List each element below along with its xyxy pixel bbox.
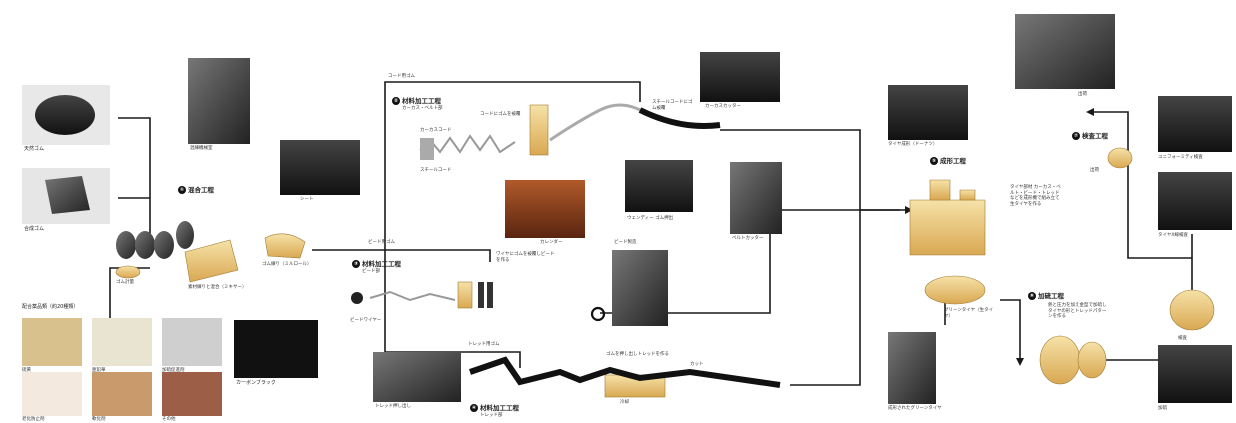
bead-wire-label: ビードワイヤー — [350, 318, 381, 324]
building-caption: タイヤ成形（ドーナツ） — [888, 142, 937, 148]
cord-rubber-label: コード用ゴム — [388, 74, 415, 80]
process-3-sub: ビード部 — [362, 269, 380, 275]
uniformity-caption: ユニフォーミティ検査 — [1158, 155, 1203, 161]
cord-zigzag — [420, 136, 515, 152]
carcass-cord-label: カーカスコード — [420, 128, 452, 134]
building-note: タイヤ部材 カーカス・ベルト・ビード・トレッドなどを成形機で組み立て生タイヤを作… — [1010, 185, 1062, 207]
extruder-photo — [625, 160, 693, 212]
mill-shape — [265, 234, 305, 258]
carbon-black-photo — [234, 320, 318, 378]
powder-grid — [22, 318, 222, 416]
building-machine-shape — [910, 200, 985, 255]
powder-label-6: その他 — [162, 417, 176, 423]
bead-photo-caption: ビード製造 — [614, 240, 637, 246]
sheet-photo — [280, 140, 360, 195]
cooling-label: 冷却 — [620, 400, 629, 406]
vulcanize-note: 熱と圧力を加え金型で加硫しタイヤの形とトレッドパターンを作る — [1048, 303, 1110, 320]
ship-shape — [1108, 148, 1132, 168]
vulc-press-shape — [1040, 336, 1080, 384]
powder-label-5: 軟化剤 — [92, 417, 106, 423]
uniformity-photo — [1158, 96, 1232, 152]
weighing-label: ゴム計量 — [116, 280, 134, 286]
tread-cut-label: カット — [690, 362, 704, 368]
process-2-sub: カーカス・ベルト部 — [402, 106, 443, 112]
green-tire-shape — [925, 276, 985, 304]
ship-label: 出荷 — [1090, 168, 1099, 174]
mixer-photo — [188, 58, 250, 144]
bead-coat-label: ワイヤにゴムを被覆しビードを作る — [496, 252, 558, 263]
tread-extrude-label: ゴムを押し出しトレッドを作る — [606, 352, 676, 358]
green-tire-label: グリーンタイヤ（生タイヤ） — [944, 308, 996, 319]
tread-photo-caption: トレッド押し出し — [375, 404, 411, 410]
inspect-label: 検査 — [1178, 336, 1187, 342]
belt-cutter-caption: ベルトカッター — [732, 236, 764, 242]
shipping-caption: 出荷 — [1078, 92, 1087, 98]
creel-shape — [420, 138, 434, 160]
calender-caption: カレンダー — [540, 240, 563, 246]
scale-shape — [116, 266, 140, 278]
line-natural-rubber — [118, 118, 150, 248]
natural-rubber-label: 天然ゴム — [24, 146, 44, 152]
xray-photo — [1158, 172, 1232, 230]
mixer-photo-caption: 混練機械室 — [190, 146, 213, 152]
building-photo — [888, 85, 968, 140]
carcass-ply-band — [640, 110, 720, 126]
extruder-caption: ウェンディー ゴム押出 — [627, 216, 673, 222]
rubber-sheet-label: ゴム練り（ミルロール） — [262, 262, 312, 268]
line-tread-to-build — [790, 210, 860, 385]
vulcanize-caption: 加硫 — [1158, 406, 1167, 412]
shipping-photo — [1015, 14, 1115, 89]
bead-making-photo — [612, 250, 668, 326]
vulcanize-photo — [1158, 345, 1232, 403]
cord-coat-label: コードにゴムを被覆 — [480, 112, 532, 118]
banbury-label: 素材練りと混合（ミキサー） — [188, 285, 247, 291]
powder-label-4: 老化防止剤 — [22, 417, 45, 423]
tread-rubber-label: トレッド用ゴム — [468, 342, 500, 348]
tower-shape — [530, 105, 548, 155]
powder-label-1: 硫黄 — [22, 368, 31, 374]
sheet-photo-caption: シート — [300, 197, 314, 203]
green-photo-caption: 成形されたグリーンタイヤ — [888, 406, 948, 412]
calender-photo — [505, 180, 585, 238]
tread-extruder-photo — [373, 352, 461, 402]
inspect-shape — [1170, 290, 1214, 330]
powder-label-2: 亜鉛華 — [92, 368, 106, 374]
steel-cut-label: スチールコードにゴム被覆 — [652, 100, 696, 111]
line-to-vulcanize — [1000, 300, 1020, 358]
belt-cutter-photo — [730, 162, 782, 234]
carcass-cutter-photo — [700, 52, 780, 102]
synthetic-rubber-label: 合成ゴム — [24, 226, 44, 232]
compounding-label: 配合薬品類（約20種類） — [22, 304, 78, 310]
line-cord-rubber — [312, 82, 640, 250]
carcass-cutter-caption: カーカスカッター — [705, 104, 741, 110]
steel-cord-label: スチールコード — [420, 168, 451, 174]
process-4-sub: トレッド部 — [480, 413, 503, 419]
xray-caption: タイヤX線検査 — [1158, 233, 1188, 239]
green-tire-photo — [888, 332, 936, 404]
mixer-shape — [185, 240, 238, 282]
carbon-black-label: カーボンブラック — [236, 380, 276, 386]
bead-rubber-label: ビード用ゴム — [368, 240, 395, 246]
line-tread-rubber — [385, 250, 520, 368]
powder-label-3: 加硫促進剤 — [162, 368, 185, 374]
